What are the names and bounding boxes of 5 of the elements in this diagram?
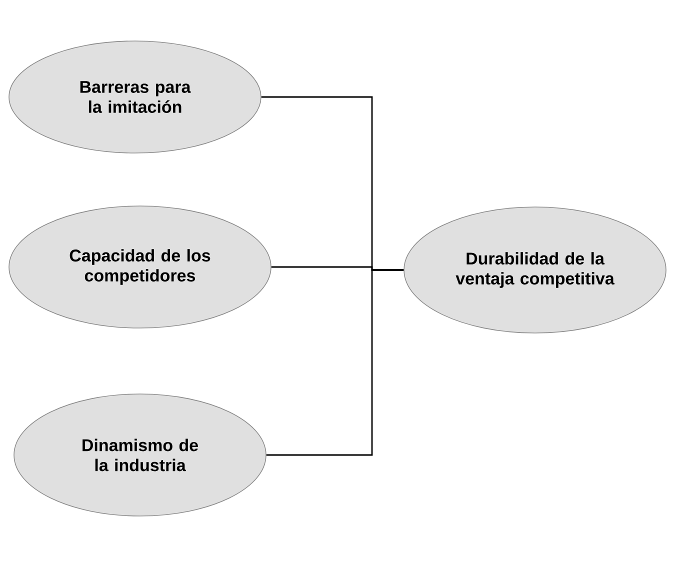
connector-line — [266, 269, 404, 456]
ellipse-node: Capacidad de los competidores — [8, 206, 272, 328]
ellipse-node: Barreras para la imitación — [8, 40, 262, 154]
ellipse-node: Dinamismo de la industria — [14, 394, 266, 516]
ellipse-node: Durabilidad de la ventaja competitiva — [404, 206, 666, 334]
